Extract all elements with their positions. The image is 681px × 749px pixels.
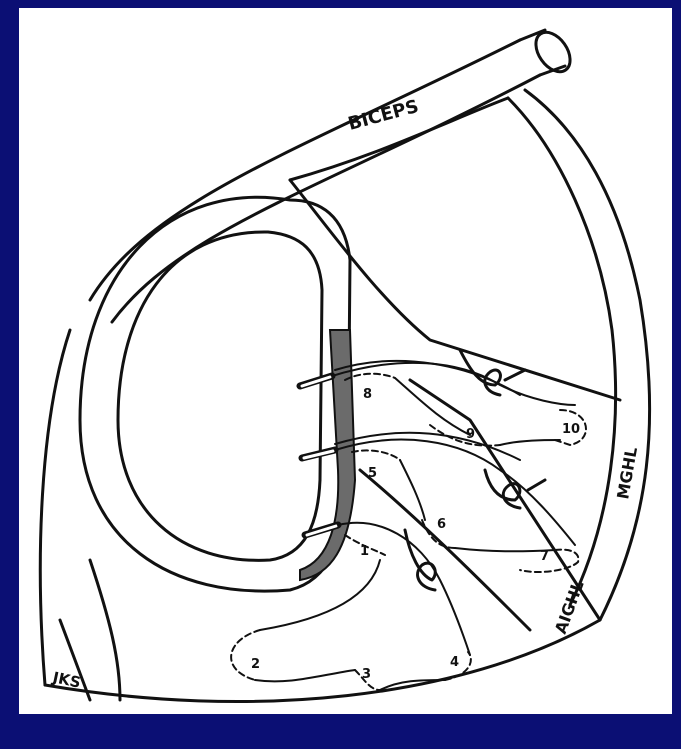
suture-number-4: 4: [450, 655, 459, 670]
suture-number-3: 3: [362, 667, 371, 682]
glenoid-labrum: [60, 197, 355, 700]
aighl-label: AIGHL: [551, 578, 588, 636]
biceps-label: BICEPS: [346, 96, 421, 135]
suture-number-2: 2: [251, 657, 260, 672]
suture-number-8: 8: [363, 387, 372, 402]
mghl-label: MGHL: [613, 446, 641, 501]
suture-number-7: 7: [540, 549, 549, 564]
signature-label: JKS: [50, 668, 82, 692]
suture-number-1: 1: [360, 544, 369, 559]
suture-number-6: 6: [437, 517, 446, 532]
suture-number-10: 10: [562, 422, 580, 437]
suture-number-9: 9: [466, 427, 475, 442]
suture-anchors: [300, 376, 338, 535]
suture-dashed-paths: [231, 374, 586, 690]
suture-number-labels: 1 2 3 4 5 6 7 8 9 10: [251, 387, 580, 682]
suture-number-5: 5: [368, 466, 377, 481]
